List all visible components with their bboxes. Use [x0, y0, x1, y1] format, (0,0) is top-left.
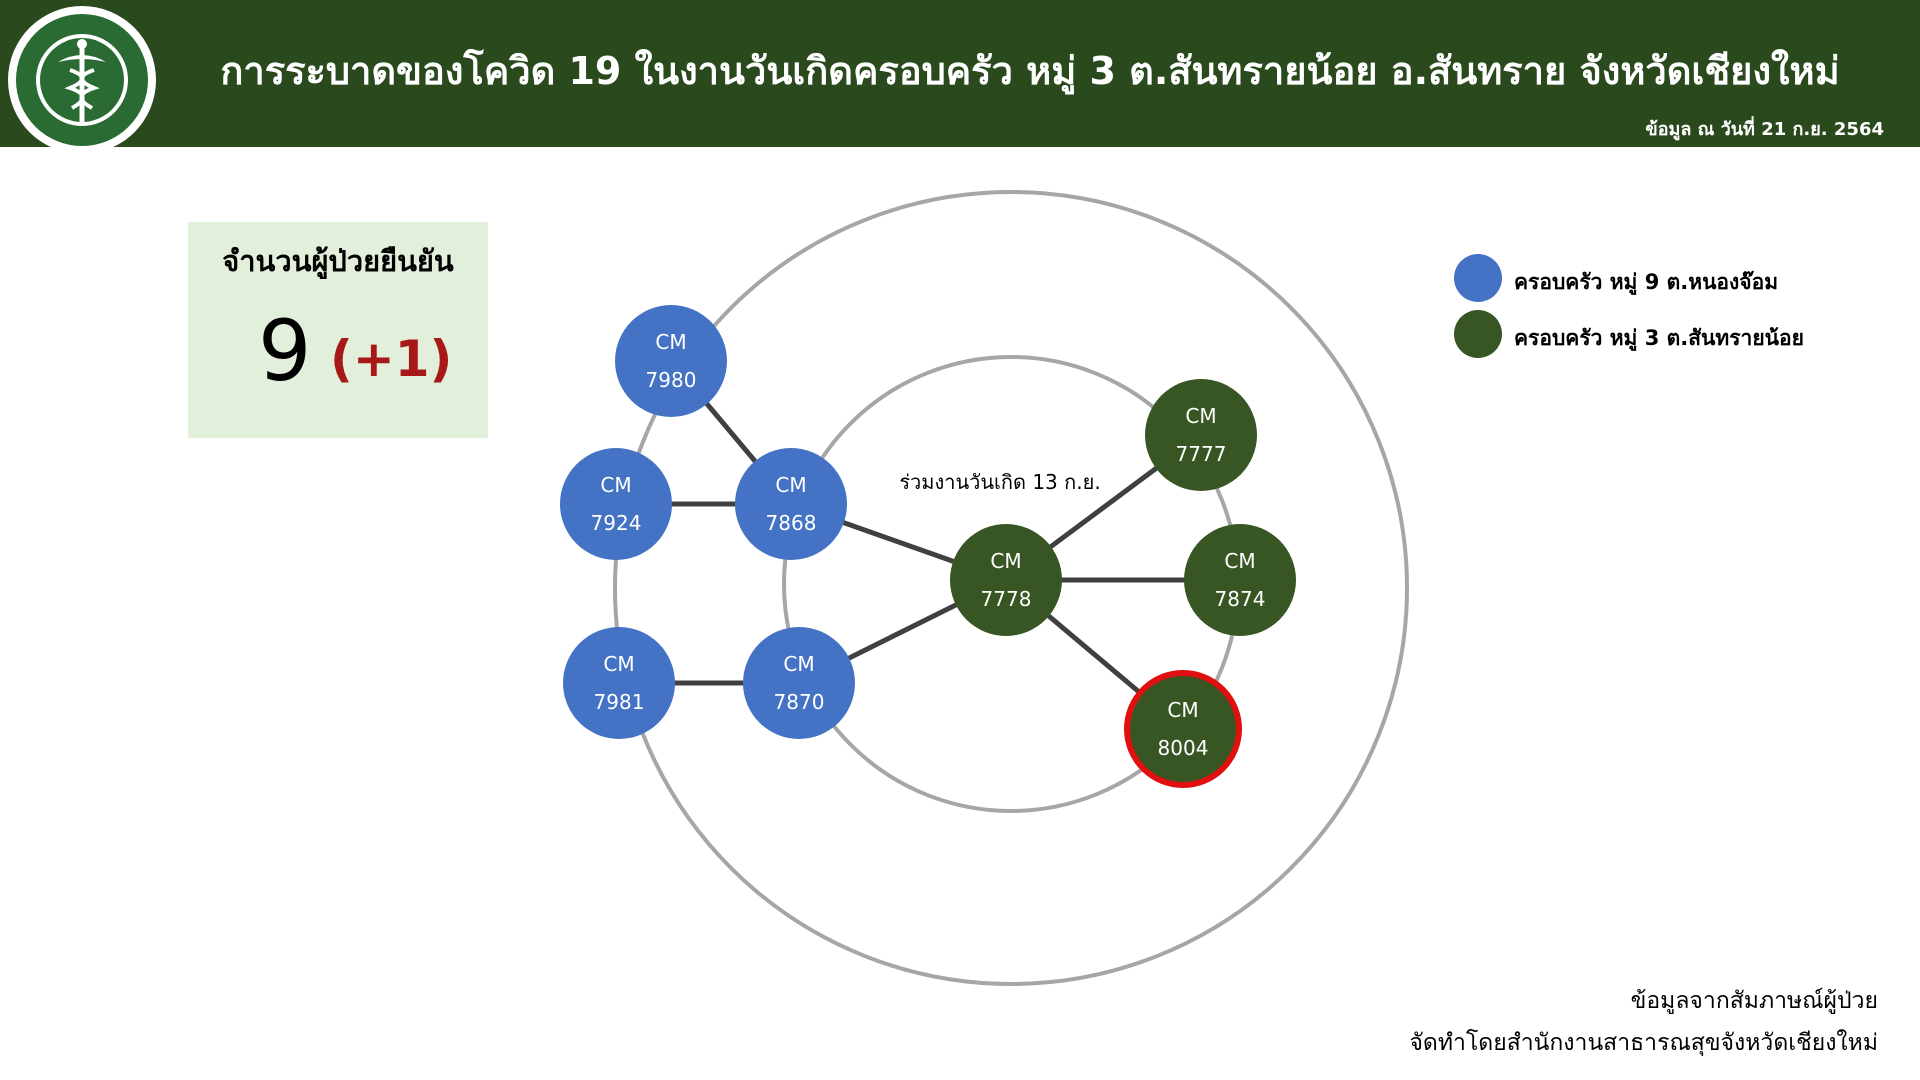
case-node-7777: CM 7777 — [1145, 379, 1257, 491]
case-number-7778: 7778 — [981, 587, 1032, 611]
new-cases-count: (+1) — [330, 330, 453, 388]
case-node-8004: CM 8004 — [1124, 670, 1242, 788]
case-node-7980: CM 7980 — [615, 305, 727, 417]
data-date: ข้อมูล ณ วันที่ 21 ก.ย. 2564 — [1645, 119, 1884, 140]
legend-label-santhrainoi: ครอบครัว หมู่ 3 ต.สันทรายน้อย — [1514, 326, 1804, 350]
case-prefix-7777: CM — [1185, 404, 1216, 428]
case-prefix-7874: CM — [1224, 549, 1255, 573]
case-number-7980: 7980 — [646, 368, 697, 392]
case-prefix-7870: CM — [783, 652, 814, 676]
case-number-7981: 7981 — [594, 690, 645, 714]
case-node-7874: CM 7874 — [1184, 524, 1296, 636]
transmission-links — [616, 359, 1240, 731]
case-circle-7874 — [1184, 524, 1296, 636]
case-node-7868: CM 7868 — [735, 448, 847, 560]
ministry-logo — [8, 6, 156, 154]
case-node-7778: CM 7778 — [950, 524, 1062, 636]
footer-source: ข้อมูลจากสัมภาษณ์ผู้ป่วย — [1630, 988, 1878, 1014]
case-circle-7870 — [743, 627, 855, 739]
case-prefix-8004: CM — [1167, 698, 1198, 722]
case-prefix-7924: CM — [600, 473, 631, 497]
case-circle-8004 — [1124, 670, 1242, 788]
case-number-8004: 8004 — [1158, 736, 1209, 760]
case-circle-7868 — [735, 448, 847, 560]
case-nodes: CM7980CM7924CM7868CM7981CM7870CM7778CM77… — [560, 305, 1296, 788]
event-label: ร่วมงานวันเกิด 13 ก.ย. — [899, 470, 1100, 494]
confirmed-cases-count: 9 — [258, 302, 312, 400]
case-prefix-7868: CM — [775, 473, 806, 497]
page-title: การระบาดของโควิด 19 ในงานวันเกิดครอบครัว… — [220, 49, 1840, 93]
footer-credit: จัดทำโดยสำนักงานสาธารณสุขจังหวัดเชียงใหม… — [1409, 1030, 1878, 1056]
case-node-7870: CM 7870 — [743, 627, 855, 739]
legend-swatch-santhrainoi — [1454, 310, 1502, 358]
case-prefix-7778: CM — [990, 549, 1021, 573]
case-number-7777: 7777 — [1176, 442, 1227, 466]
case-number-7874: 7874 — [1215, 587, 1266, 611]
case-circle-7924 — [560, 448, 672, 560]
header-bar: การระบาดของโควิด 19 ในงานวันเกิดครอบครัว… — [0, 0, 1920, 154]
case-number-7924: 7924 — [591, 511, 642, 535]
legend-swatch-nongchom — [1454, 254, 1502, 302]
confirmed-cases-box: จำนวนผู้ป่วยยืนยัน 9 (+1) — [188, 222, 488, 438]
case-prefix-7980: CM — [655, 330, 686, 354]
case-circle-7980 — [615, 305, 727, 417]
case-number-7868: 7868 — [766, 511, 817, 535]
case-node-7981: CM 7981 — [563, 627, 675, 739]
case-circle-7778 — [950, 524, 1062, 636]
case-node-7924: CM 7924 — [560, 448, 672, 560]
legend-label-nongchom: ครอบครัว หมู่ 9 ต.หนองจ๊อม — [1514, 270, 1779, 294]
case-circle-7777 — [1145, 379, 1257, 491]
case-number-7870: 7870 — [774, 690, 825, 714]
case-prefix-7981: CM — [603, 652, 634, 676]
case-circle-7981 — [563, 627, 675, 739]
outer-ring — [613, 190, 1409, 986]
confirmed-cases-label: จำนวนผู้ป่วยยืนยัน — [222, 244, 454, 278]
